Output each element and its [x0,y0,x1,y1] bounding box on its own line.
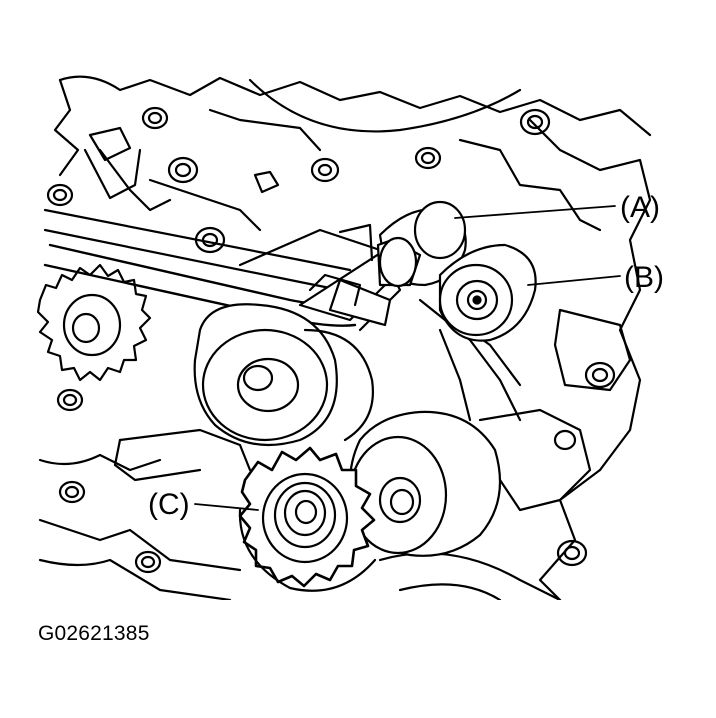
leader-line-a [454,205,616,219]
figure-id-code: G02621385 [38,622,150,645]
idler-pulley-b [438,243,537,342]
water-pump-pulley [348,410,502,557]
callout-label-b: (B) [624,261,664,294]
bolt [310,157,340,183]
bolt [556,539,588,567]
idler-pulley-a [376,200,467,288]
bolt [584,361,616,389]
bolt [414,146,442,170]
callout-label-c: (C) [148,488,190,521]
leader-line-b [527,275,621,286]
crankshaft-sprocket [238,446,377,592]
bolt [194,226,226,254]
callout-label-a: (A) [620,191,660,224]
tensioner-pulley [193,303,374,447]
bolt [56,388,84,412]
bolt [167,156,199,184]
bolt [134,550,162,574]
engine-timing-belt-illustration: (A) (B) (C) [36,75,664,600]
camshaft-sprocket [36,263,152,382]
bolt [141,106,169,130]
leader-line-c [194,503,259,511]
tensioner-bracket [83,126,280,200]
bolt-heads [46,106,616,574]
bolt [58,480,86,504]
engine-block-outline [38,75,652,600]
bolt [553,429,577,451]
leader-lines [194,205,621,511]
bolt [519,108,551,136]
bolt [46,183,74,207]
